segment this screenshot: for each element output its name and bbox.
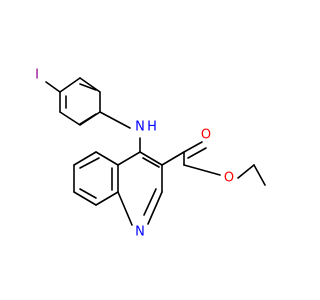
- amine-hydrogen-label: H: [147, 120, 157, 135]
- structure-canvas: I N H O O N: [35, 68, 266, 240]
- molecule-structure: I N H O O N: [35, 68, 266, 240]
- bond-benzo-b-inner: [79, 157, 100, 169]
- bond-ring1-inner-b: [79, 113, 97, 125]
- bond-ethyl-ch2-ch3: [253, 164, 266, 186]
- bond-c-o-double-a: [183, 141, 203, 153]
- atom-labels: I N H O O N: [35, 68, 234, 240]
- iodine-atom-label: I: [35, 68, 39, 83]
- bond-n1-c8a: [117, 191, 133, 226]
- bond-c-o-double-b: [187, 147, 207, 159]
- bond-c3-carbonyl-c: [161, 151, 185, 166]
- amine-nitrogen-atom-label: N: [135, 120, 145, 135]
- bond-ring1-inner-c: [79, 83, 97, 91]
- bond-benzo-d: [73, 191, 97, 206]
- carbonyl-oxygen-atom-label: O: [201, 128, 211, 143]
- bond-benzo-a: [95, 151, 119, 166]
- bond-c4-c3: [139, 151, 163, 166]
- bond-ring1-b: [59, 111, 81, 126]
- bond-c4a-c4: [117, 151, 141, 166]
- bond-layer: [45, 77, 266, 226]
- bond-carbonyl-ester-b: [183, 164, 221, 176]
- bond-benzo-e: [95, 191, 119, 206]
- bond-c-n-amine: [99, 111, 131, 129]
- bond-c4-c3-inner: [142, 157, 160, 168]
- ester-oxygen-atom-label: O: [224, 171, 234, 186]
- bond-i-c1: [45, 81, 61, 93]
- bond-benzo-d-inner: [79, 188, 97, 199]
- bond-ring1-f: [59, 77, 81, 93]
- bond-c2-n1: [147, 191, 163, 225]
- bond-o-ethyl-ch2: [237, 164, 255, 179]
- bond-c2-n1-inner: [143, 188, 157, 216]
- bond-benzo-b: [73, 151, 97, 166]
- ring-nitrogen-atom-label: N: [135, 225, 145, 240]
